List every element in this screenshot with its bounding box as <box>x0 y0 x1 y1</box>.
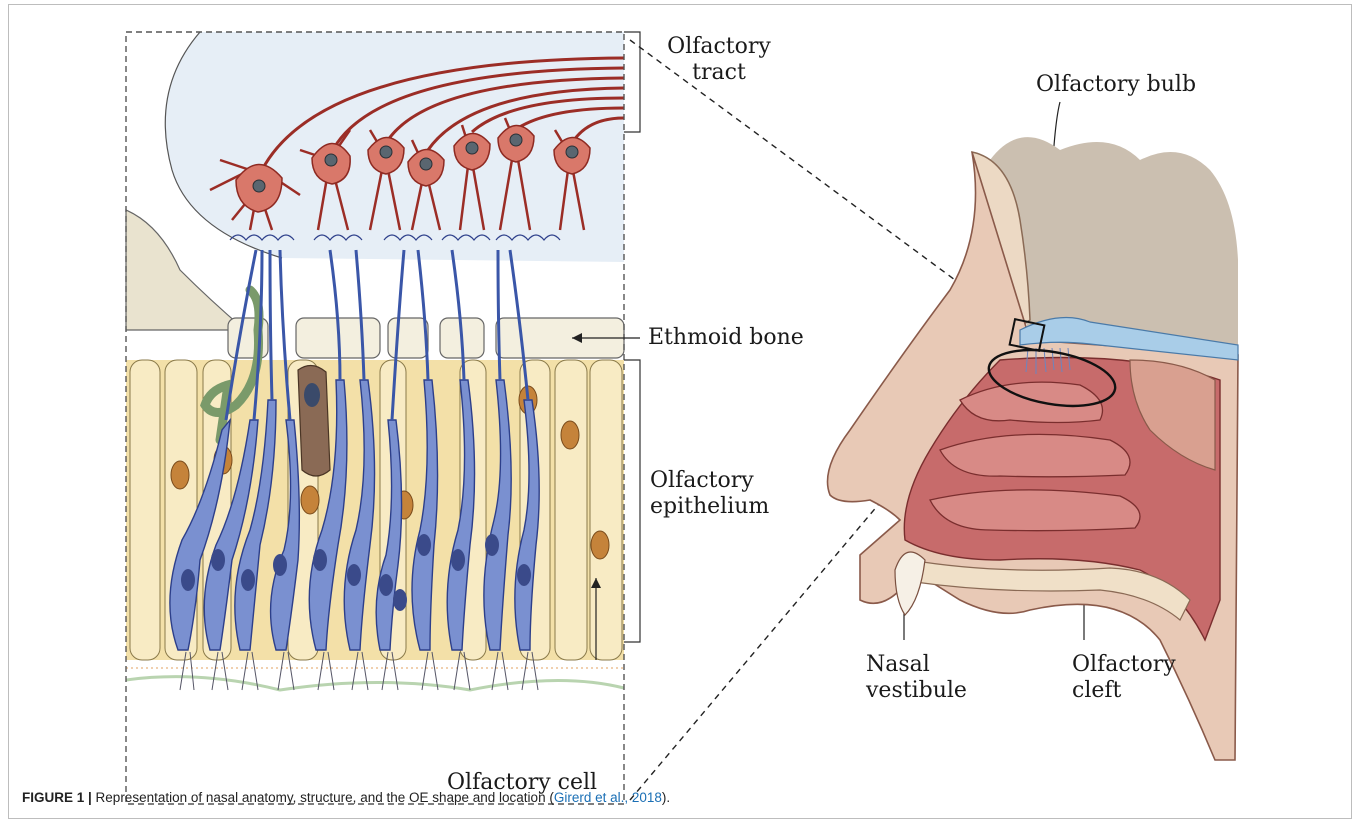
label-nasal-vestibule-line2: vestibule <box>866 678 996 704</box>
label-olfactory-cleft-line1: Olfactory <box>1072 652 1176 678</box>
label-olfactory-cleft-line2: cleft <box>1072 678 1176 704</box>
label-olfactory-tract: Olfactory tract <box>646 34 792 86</box>
label-olfactory-epithelium-line1: Olfactory <box>650 468 769 494</box>
label-nasal-vestibule-line1: Nasal <box>866 652 996 678</box>
epithelium-detail-panel <box>126 32 624 804</box>
label-olfactory-tract-line1: Olfactory <box>646 34 792 60</box>
label-olfactory-tract-line2: tract <box>646 60 792 86</box>
caption-text: Representation of nasal anatomy, structu… <box>92 790 554 805</box>
label-brackets <box>624 32 640 642</box>
figure-caption: FIGURE 1 | Representation of nasal anato… <box>22 790 1322 805</box>
label-olfactory-bulb: Olfactory bulb <box>1036 72 1196 98</box>
caption-end: ). <box>662 790 670 805</box>
label-nasal-vestibule: Nasal vestibule <box>866 652 996 704</box>
caption-label: FIGURE 1 | <box>22 790 92 805</box>
label-olfactory-epithelium: Olfactory epithelium <box>650 468 769 520</box>
caption-citation-link[interactable]: Girerd et al., 2018 <box>554 790 662 805</box>
label-ethmoid-bone: Ethmoid bone <box>648 325 804 351</box>
label-olfactory-epithelium-line2: epithelium <box>650 494 769 520</box>
label-olfactory-cleft: Olfactory cleft <box>1072 652 1176 704</box>
